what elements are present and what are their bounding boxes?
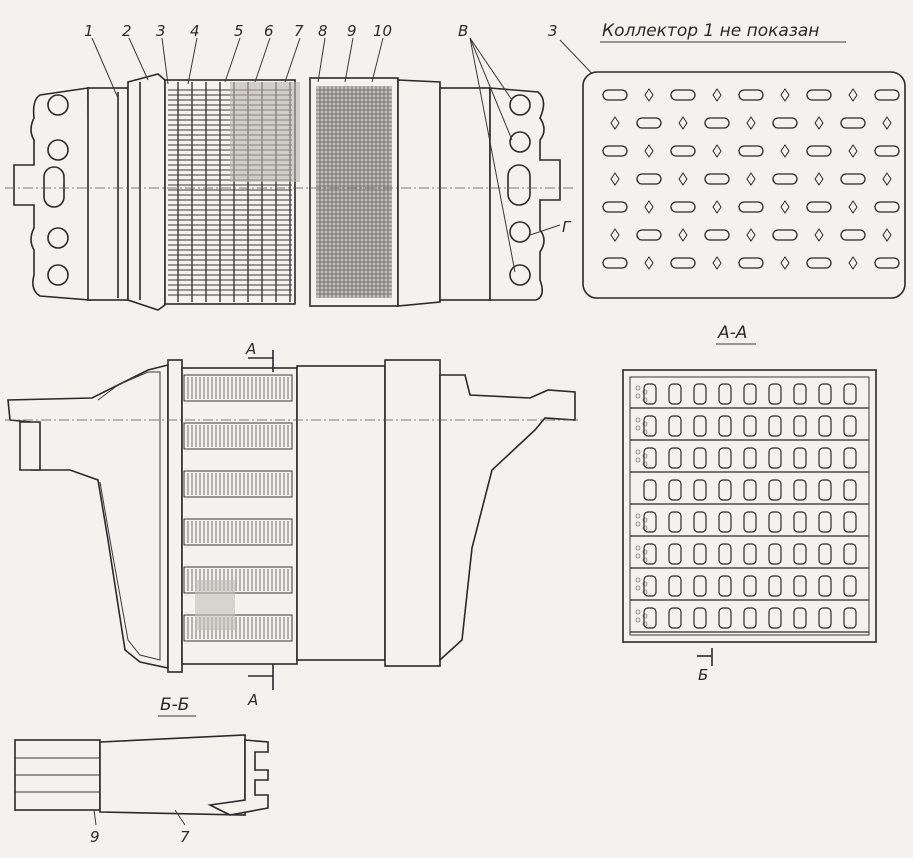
section-bb-view [14, 734, 269, 826]
callout-1: 1 [84, 22, 94, 40]
callout-4: 4 [190, 22, 200, 40]
callout-8: 8 [318, 22, 328, 40]
section-marker-a-top: А [245, 340, 256, 358]
section-aa-view [622, 369, 877, 643]
note-collector: Коллектор 1 не показан [602, 21, 819, 41]
detail-label-9: 9 [90, 828, 100, 846]
callout-v: В [458, 22, 468, 40]
callout-10: 10 [373, 22, 392, 40]
callout-6: 6 [264, 22, 274, 40]
section-bb-title: Б-Б [160, 695, 189, 715]
callout-5: 5 [234, 22, 244, 40]
plan-view [5, 37, 575, 311]
callout-3: 3 [156, 22, 166, 40]
callout-7: 7 [294, 22, 304, 40]
side-section [5, 359, 580, 673]
detail-label-7: 7 [180, 828, 190, 846]
tube-plate-view [582, 71, 906, 299]
callout-3-plate: 3 [548, 22, 558, 40]
section-marker-b-aa: Б [698, 666, 708, 684]
callout-2: 2 [122, 22, 132, 40]
section-marker-a-bottom: А [247, 691, 258, 709]
section-aa-title: А-А [717, 323, 747, 343]
callout-9: 9 [347, 22, 357, 40]
callout-g: Г [562, 218, 572, 236]
